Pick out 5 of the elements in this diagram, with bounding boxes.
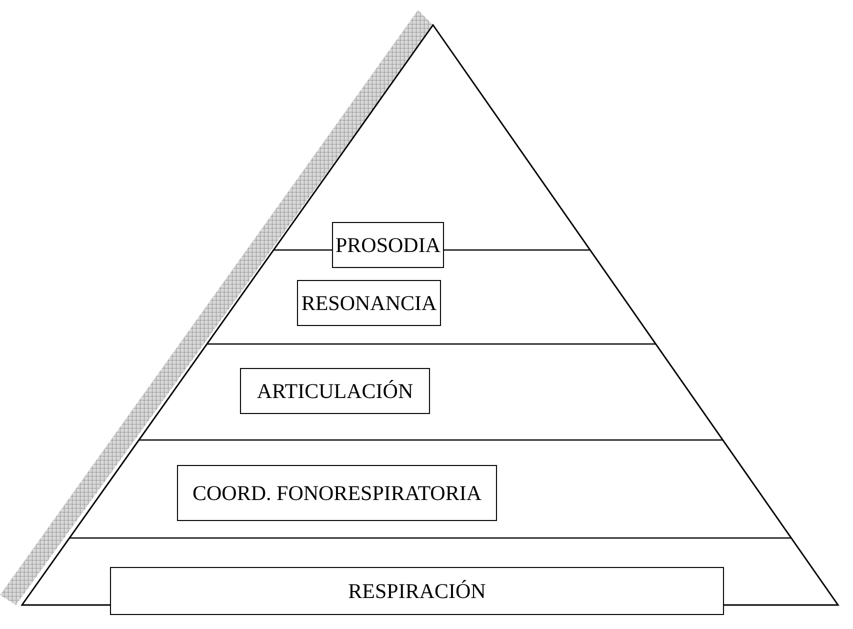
level-box: PROSODIA bbox=[332, 222, 444, 268]
level-box: ARTICULACIÓN bbox=[240, 368, 430, 414]
level-box: RESONANCIA bbox=[297, 280, 441, 326]
level-box: RESPIRACIÓN bbox=[110, 567, 724, 615]
level-box: COORD. FONORESPIRATORIA bbox=[177, 465, 497, 521]
